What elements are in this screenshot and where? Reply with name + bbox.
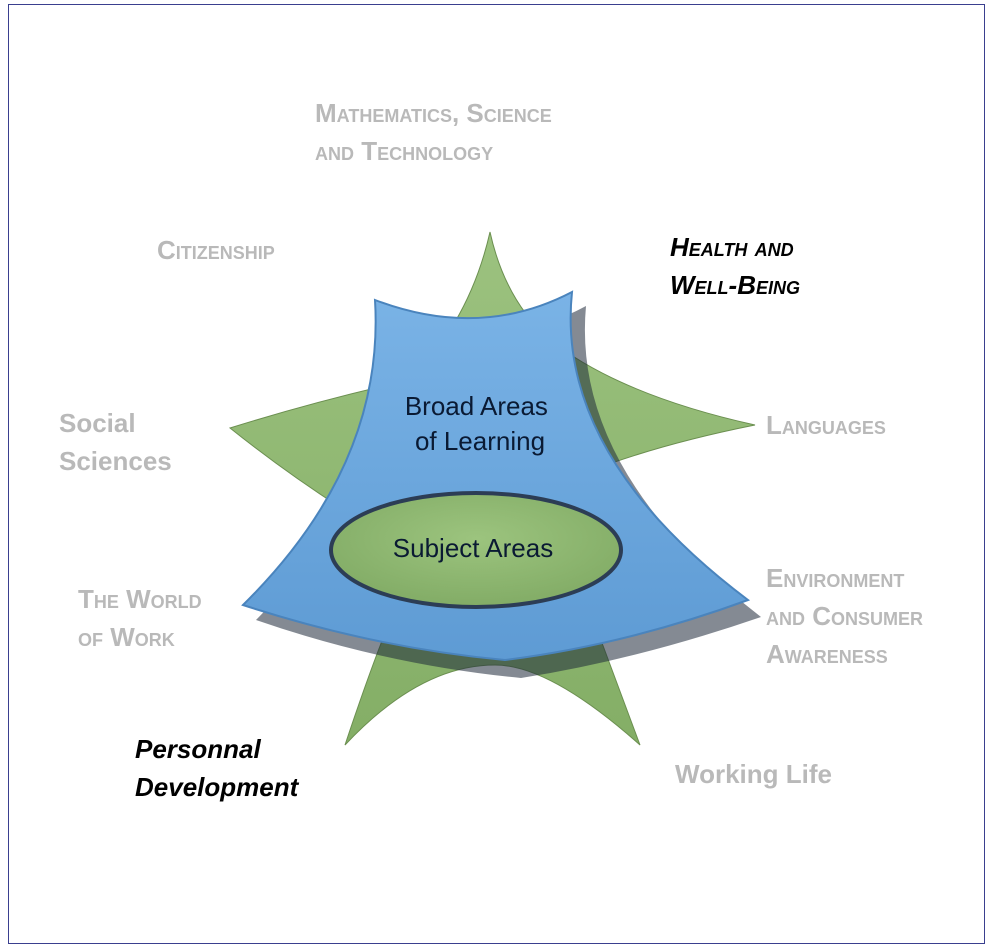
broad-areas-label-line-2: of Learning <box>415 426 545 456</box>
label-personal-line-2: Development <box>135 772 299 802</box>
label-environment-line-1: Environment <box>766 563 905 593</box>
label-world-line-2: of Work <box>78 622 175 652</box>
label-environment-line-2: and Consumer <box>766 601 924 631</box>
broad-areas-label: Broad Areas of Learning <box>405 391 555 456</box>
label-math-line-2: and Technology <box>315 136 494 166</box>
label-working-life: Working Life <box>675 755 832 793</box>
label-personal-development: Personnal Development <box>135 730 298 806</box>
label-social-line-1: Social <box>59 408 136 438</box>
label-working-life-line-1: Working Life <box>675 759 832 789</box>
label-languages-line-1: Languages <box>766 410 886 440</box>
label-health-well-being: Health and Well-Being <box>670 228 800 304</box>
label-mathematics-science-technology: Mathematics, Science and Technology <box>315 94 552 170</box>
label-personal-line-1: Personnal <box>135 734 261 764</box>
label-health-line-1: Health and <box>670 232 794 262</box>
label-environment-consumer-awareness: Environment and Consumer Awareness <box>766 559 923 673</box>
label-world-line-1: The World <box>78 584 202 614</box>
subject-areas-label: Subject Areas <box>393 533 553 563</box>
label-languages: Languages <box>766 406 886 444</box>
label-citizenship: Citizenship <box>157 231 275 269</box>
label-environment-line-3: Awareness <box>766 639 888 669</box>
label-citizenship-line-1: Citizenship <box>157 235 275 265</box>
subject-areas-ellipse <box>329 491 623 609</box>
label-world-of-work: The World of Work <box>78 580 202 656</box>
label-health-line-2: Well-Being <box>670 270 800 300</box>
label-social-sciences: Social Sciences <box>59 404 172 480</box>
label-social-line-2: Sciences <box>59 446 172 476</box>
label-math-line-1: Mathematics, Science <box>315 98 552 128</box>
broad-areas-label-line-1: Broad Areas <box>405 391 548 421</box>
